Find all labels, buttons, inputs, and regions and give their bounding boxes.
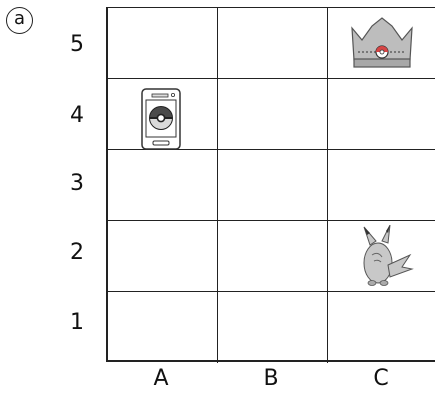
cell-B4 bbox=[218, 79, 328, 150]
cell-C5 bbox=[328, 8, 435, 79]
col-label-B: B bbox=[216, 366, 326, 392]
cell-C3 bbox=[328, 150, 435, 221]
panel-label: a bbox=[6, 7, 33, 34]
cell-B3 bbox=[218, 150, 328, 221]
cell-C4 bbox=[328, 79, 435, 150]
crown-icon bbox=[346, 16, 418, 74]
col-label-C: C bbox=[326, 366, 435, 392]
cell-C2 bbox=[328, 221, 435, 292]
pikachu-icon bbox=[356, 225, 416, 289]
row-label-3: 3 bbox=[62, 171, 92, 197]
cell-A5 bbox=[108, 8, 218, 79]
col-label-A: A bbox=[106, 366, 216, 392]
cell-A3 bbox=[108, 150, 218, 221]
cell-C1 bbox=[328, 292, 435, 363]
row-label-2: 2 bbox=[62, 240, 92, 266]
cell-A4 bbox=[108, 79, 218, 150]
cell-B1 bbox=[218, 292, 328, 363]
row-label-5: 5 bbox=[62, 32, 92, 58]
cell-B5 bbox=[218, 8, 328, 79]
cell-A1 bbox=[108, 292, 218, 363]
grid bbox=[106, 7, 435, 362]
row-label-1: 1 bbox=[62, 310, 92, 336]
phone-pokeball-icon bbox=[136, 87, 188, 151]
row-label-4: 4 bbox=[62, 103, 92, 129]
cell-B2 bbox=[218, 221, 328, 292]
cell-A2 bbox=[108, 221, 218, 292]
